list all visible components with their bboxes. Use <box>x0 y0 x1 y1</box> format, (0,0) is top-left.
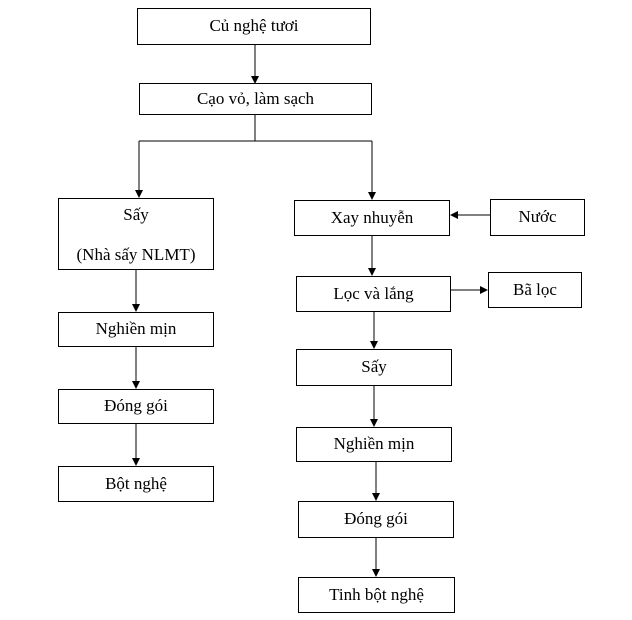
node-peel-clean: Cạo vỏ, làm sạch <box>139 83 372 115</box>
node-dry-left-title: Sấy <box>123 205 149 224</box>
node-filter-residue: Bã lọc <box>488 272 582 308</box>
node-dry-right: Sấy <box>296 349 452 386</box>
node-grind-right: Nghiền mịn <box>296 427 452 462</box>
node-fresh-turmeric: Củ nghệ tươi <box>137 8 371 45</box>
node-water: Nước <box>490 199 585 236</box>
node-pack-right: Đóng gói <box>298 501 454 538</box>
node-turmeric-starch: Tinh bột nghệ <box>298 577 455 613</box>
node-grind-left: Nghiền mịn <box>58 312 214 347</box>
node-dry-left: Sấy (Nhà sấy NLMT) <box>58 198 214 270</box>
node-blend: Xay nhuyễn <box>294 200 450 236</box>
node-pack-left: Đóng gói <box>58 389 214 424</box>
node-filter-settle: Lọc và lắng <box>296 276 451 312</box>
node-dry-left-subtitle: (Nhà sấy NLMT) <box>76 244 196 264</box>
node-turmeric-powder: Bột nghệ <box>58 466 214 502</box>
